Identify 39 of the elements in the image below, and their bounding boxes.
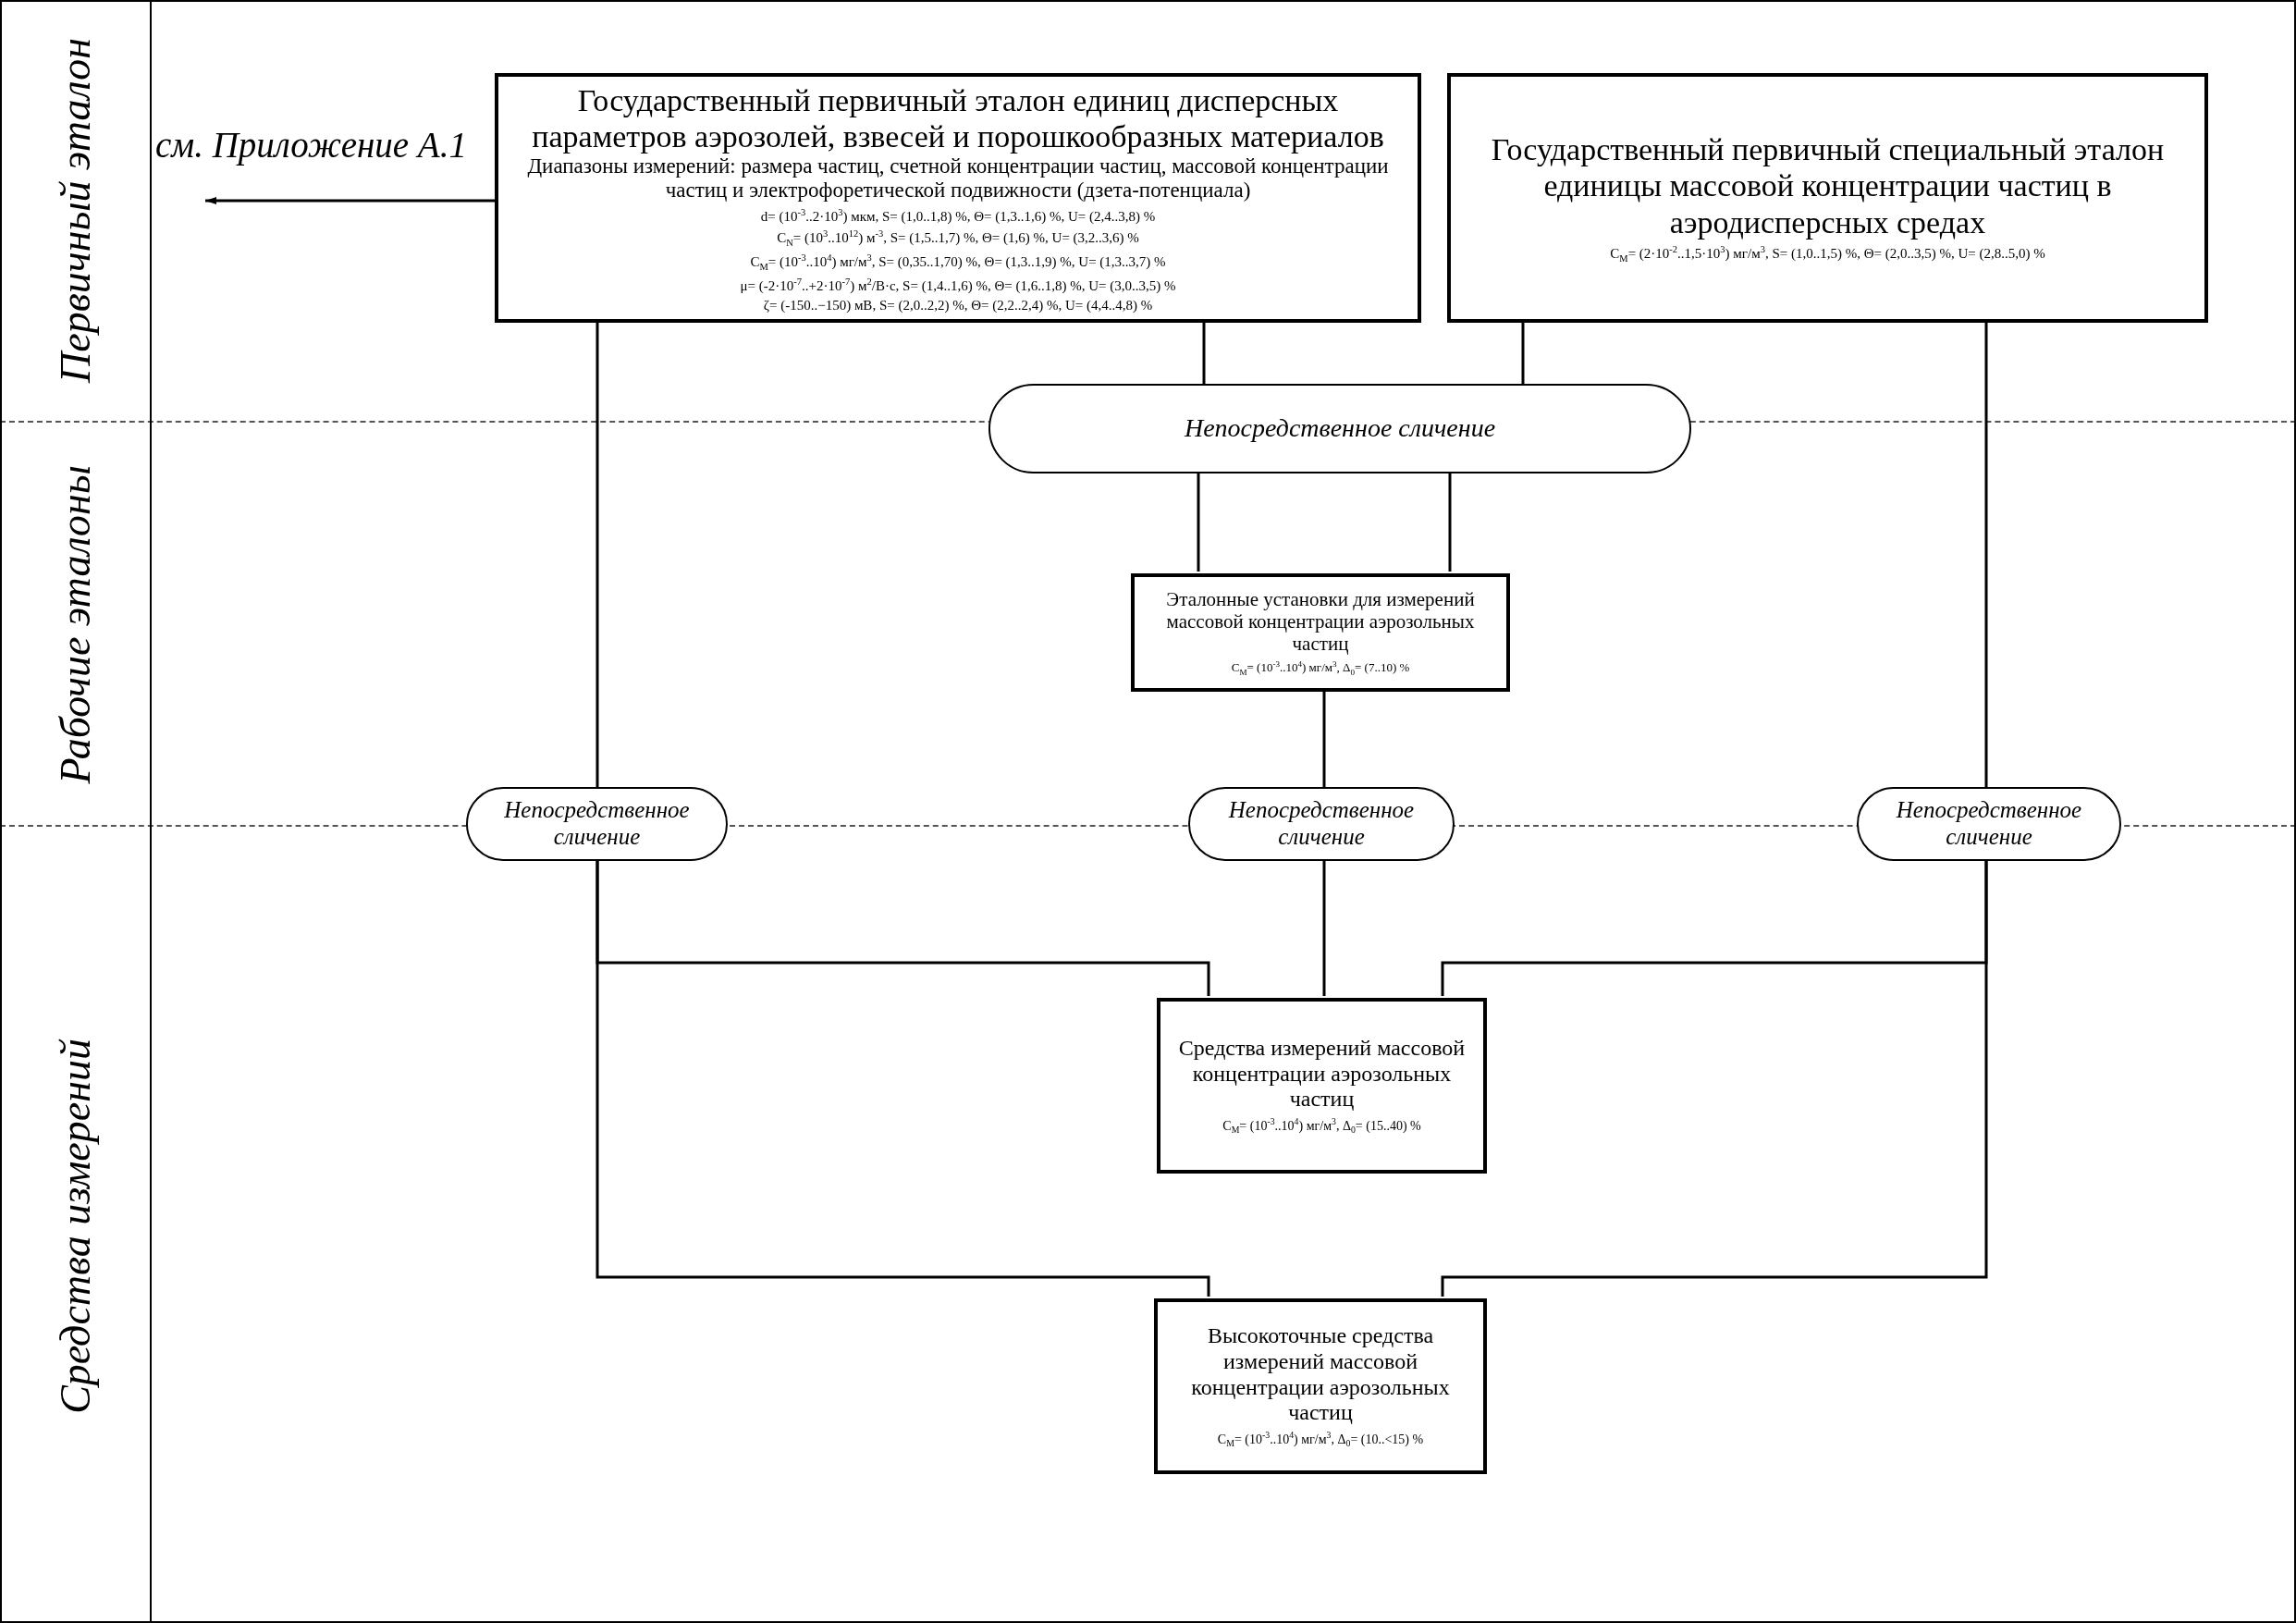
standard-box xyxy=(1447,73,2208,323)
connector-line xyxy=(1984,323,1988,787)
formula-text: ζ= (-150..−150) мВ, S= (2,0..2,2) %, Θ= (2,2..2,4) %, U= (4,4..4,8) % xyxy=(763,298,1153,314)
standard-box xyxy=(1154,1298,1487,1474)
oval-text: Непосредственное сличение xyxy=(1184,413,1496,444)
arrow xyxy=(205,197,495,204)
formula-text: С$_{М}$= (10$^{-3}$..10$^{4}$) мг/м$^{3}$, S= (0,35..1,70) %, Θ= (1,3..1,9) %, U= (1,3..3,7) % xyxy=(750,252,1166,273)
oval-text: Непосредственное сличение xyxy=(1895,797,2083,851)
lane-title: Средства измерений xyxy=(51,1039,100,1414)
connector-line xyxy=(1197,473,1200,572)
standard-box xyxy=(1131,573,1510,692)
oval-text: Непосредственное сличение xyxy=(1227,797,1416,851)
box-title: Государственный первичный эталон единиц дисперсных параметров аэрозолей, взвесей и порошкообразных материалов xyxy=(531,81,1385,154)
connector-line xyxy=(1441,861,1988,1297)
lane-title: Рабочие эталоны xyxy=(51,465,100,784)
box-title: Высокоточные средства измерений массовой концентрации аэрозольных частиц xyxy=(1190,1323,1451,1426)
oval-text: Непосредственное сличение xyxy=(503,797,691,851)
lane-title: Первичный эталон xyxy=(51,38,100,383)
formula-text: d= (10$^{-3}$..2·10$^{3}$) мкм, S= (1,0..1,8) %, Θ= (1,3..1,6) %, U= (2,4..3,8) % xyxy=(760,206,1156,225)
connector-line xyxy=(1448,473,1452,572)
connector-line xyxy=(1202,323,1206,384)
formula-text: С$_{М}$= (10$^{-3}$..10$^{4}$) мг/м$^{3}$, Δ$_{0}$= (15..40) % xyxy=(1222,1116,1421,1136)
box-title: Государственный первичный специальный эталон единицы массовой концентрации частиц в аэродисперсных средах xyxy=(1490,131,2166,240)
connector-line xyxy=(1322,861,1326,996)
formula-text: С$_{М}$= (2·10$^{-2}$..1,5·10$^{3}$) мг/м$^{3}$, S= (1,0..1,5) %, Θ= (2,0..3,5) %, U= (2,8..5,0) % xyxy=(1610,243,2045,264)
standard-box xyxy=(1157,998,1487,1174)
box-title: Средства измерений массовой концентрации аэрозольных частиц xyxy=(1177,1036,1467,1113)
standard-box xyxy=(495,73,1421,323)
connector-line xyxy=(595,323,599,787)
connector-line xyxy=(595,861,1210,1297)
connector-line xyxy=(1521,323,1525,384)
connector-line xyxy=(1322,690,1326,787)
box-subtitle: Диапазоны измерений: размера частиц, счетной концентрации частиц, массовой концентрации частиц и электрофоретической подвижности (дзета-потенциала) xyxy=(526,154,1390,203)
formula-text: С$_{М}$= (10$^{-3}$..10$^{4}$) мг/м$^{3}$, Δ$_{0}$= (7..10) % xyxy=(1231,658,1410,677)
formula-text: С$_{М}$= (10$^{-3}$..10$^{4}$) мг/м$^{3}$, Δ$_{0}$= (10..<15) % xyxy=(1217,1429,1424,1449)
formula-text: С$_{N}$= (10$^{3}$..10$^{12}$) м$^{-3}$, S= (1,5..1,7) %, Θ= (1,6) %, U= (3,2..3,6) % xyxy=(777,227,1139,249)
reference-text: см. Приложение А.1 xyxy=(155,125,468,166)
formula-text: μ= (-2·10$^{-7}$..+2·10$^{-7}$) м$^{2}$/В·с, S= (1,4..1,6) %, Θ= (1,6..1,8) %, U= (3,0..3,5) % xyxy=(740,276,1176,295)
box-title: Эталонные установки для измерений массовой концентрации аэрозольных частиц xyxy=(1165,588,1476,656)
